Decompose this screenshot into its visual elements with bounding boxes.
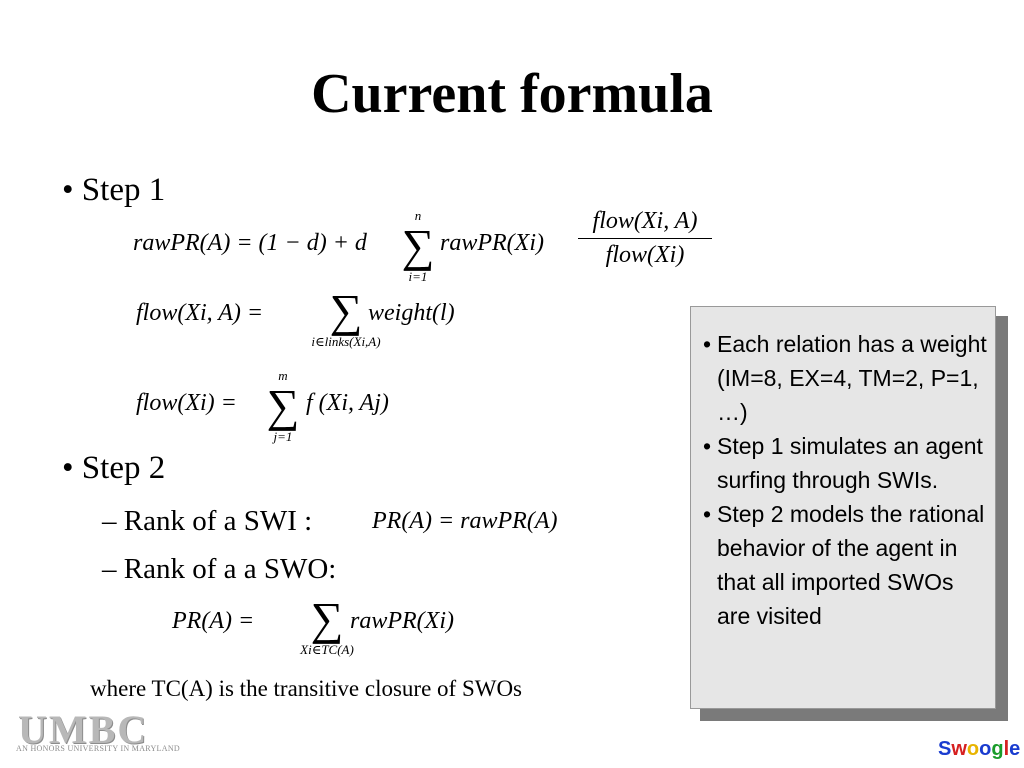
sigma-icon: ∑	[310, 593, 344, 644]
eq5-term: rawPR(Xi)	[350, 608, 454, 634]
eq1-sum-bottom: i=1	[408, 269, 428, 284]
slide-title: Current formula	[311, 63, 713, 125]
swoogle-letter: o	[979, 738, 992, 760]
eq5-sum-bottom: Xi∈TC(A)	[300, 642, 354, 657]
eq3-sum-top: m	[278, 368, 288, 383]
eq2-term: weight(l)	[368, 300, 455, 326]
umbc-logo: UMBC	[18, 707, 149, 752]
callout-list: Each relation has a weight (IM=8, EX=4, …	[703, 327, 993, 633]
eq1-sum: n ∑ i=1	[400, 208, 436, 284]
sub-bullet-swo: – Rank of a a SWO:	[102, 553, 337, 585]
swoogle-letter: S	[938, 738, 952, 760]
eq3-lhs: flow(Xi) =	[136, 390, 237, 416]
eq4-swi-rank: PR(A) = rawPR(A)	[372, 508, 558, 534]
sigma-icon: ∑	[401, 220, 435, 271]
callout-item: Step 1 simulates an agent surfing throug…	[703, 429, 993, 497]
eq1-fraction: flow(Xi, A) flow(Xi)	[578, 208, 712, 269]
eq3-sum: m ∑ j=1	[265, 368, 301, 444]
callout-item: Step 2 models the rational behavior of t…	[703, 497, 993, 633]
sigma-icon: ∑	[329, 285, 363, 336]
eq1-term: rawPR(Xi)	[440, 230, 544, 256]
bullet-step1: • Step 1	[62, 172, 166, 208]
swoogle-logo: Swoogle	[938, 738, 1020, 761]
swoogle-letter: e	[1009, 738, 1021, 760]
swoogle-letter: g	[991, 738, 1004, 760]
sub-bullet-swi: – Rank of a SWI :	[102, 505, 313, 537]
sigma-icon: ∑	[266, 380, 300, 431]
transitive-closure-note: where TC(A) is the transitive closure of…	[90, 676, 523, 701]
eq2-sum-bottom: i∈links(Xi,A)	[311, 334, 381, 349]
eq1-denominator: flow(Xi)	[605, 242, 685, 268]
eq3-term: f (Xi, Aj)	[306, 390, 389, 416]
eq1-sum-top: n	[414, 208, 422, 223]
eq5-lhs: PR(A) =	[172, 608, 255, 634]
swoogle-letter: o	[966, 738, 980, 760]
eq1-numerator: flow(Xi, A)	[592, 208, 698, 234]
eq1-lhs: rawPR(A) = (1 − d) + d	[133, 230, 367, 256]
fraction-bar	[578, 238, 712, 239]
swoogle-letter: l	[1003, 738, 1010, 760]
callout-box: Each relation has a weight (IM=8, EX=4, …	[690, 306, 996, 709]
bullet-step2: • Step 2	[62, 450, 166, 486]
eq3-sum-bottom: j=1	[273, 429, 293, 444]
swoogle-letter: w	[951, 738, 967, 760]
eq2-sum: ∑ i∈links(Xi,A)	[296, 285, 396, 350]
umbc-tagline: AN HONORS UNIVERSITY IN MARYLAND	[16, 744, 180, 753]
callout-item: Each relation has a weight (IM=8, EX=4, …	[703, 327, 993, 429]
eq2-lhs: flow(Xi, A) =	[136, 300, 264, 326]
eq5-sum: ∑ Xi∈TC(A)	[282, 593, 372, 658]
